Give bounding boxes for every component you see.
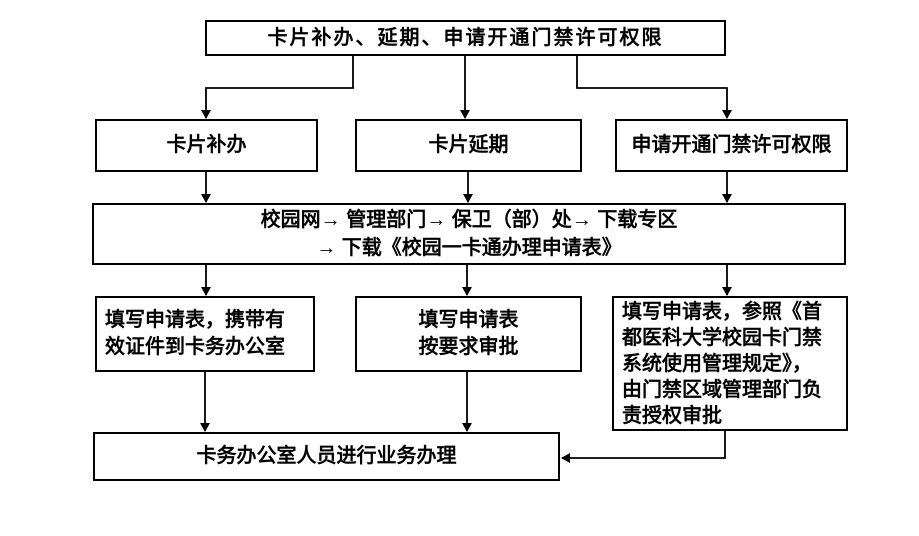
arrow-top-to-access — [576, 56, 732, 119]
fill-form-access-rules-box: 填写申请表，参照《首 都医科大学校园卡门禁 系统使用管理规定》， 由门禁区域管理… — [612, 296, 848, 431]
title-box: 卡片补办、延期、申请开通门禁许可权限 — [205, 20, 726, 56]
card-extension-box: 卡片延期 — [355, 119, 582, 172]
download-path-box: 校园网→ 管理部门→ 保卫（部）处→ 下载专区 → 下载《校园一卡通办理申请表》 — [92, 203, 846, 265]
arrow-fill-right-to-final — [561, 431, 726, 463]
access-permission-box: 申请开通门禁许可权限 — [615, 119, 848, 172]
arrow-top-to-replace — [201, 56, 354, 119]
fill-form-with-id-box: 填写申请表，携带有 效证件到卡务办公室 — [95, 296, 315, 372]
fill-form-approval-box: 填写申请表 按要求审批 — [355, 296, 582, 372]
card-replacement-box: 卡片补办 — [95, 119, 318, 172]
card-office-processing-box: 卡务办公室人员进行业务办理 — [93, 432, 560, 481]
